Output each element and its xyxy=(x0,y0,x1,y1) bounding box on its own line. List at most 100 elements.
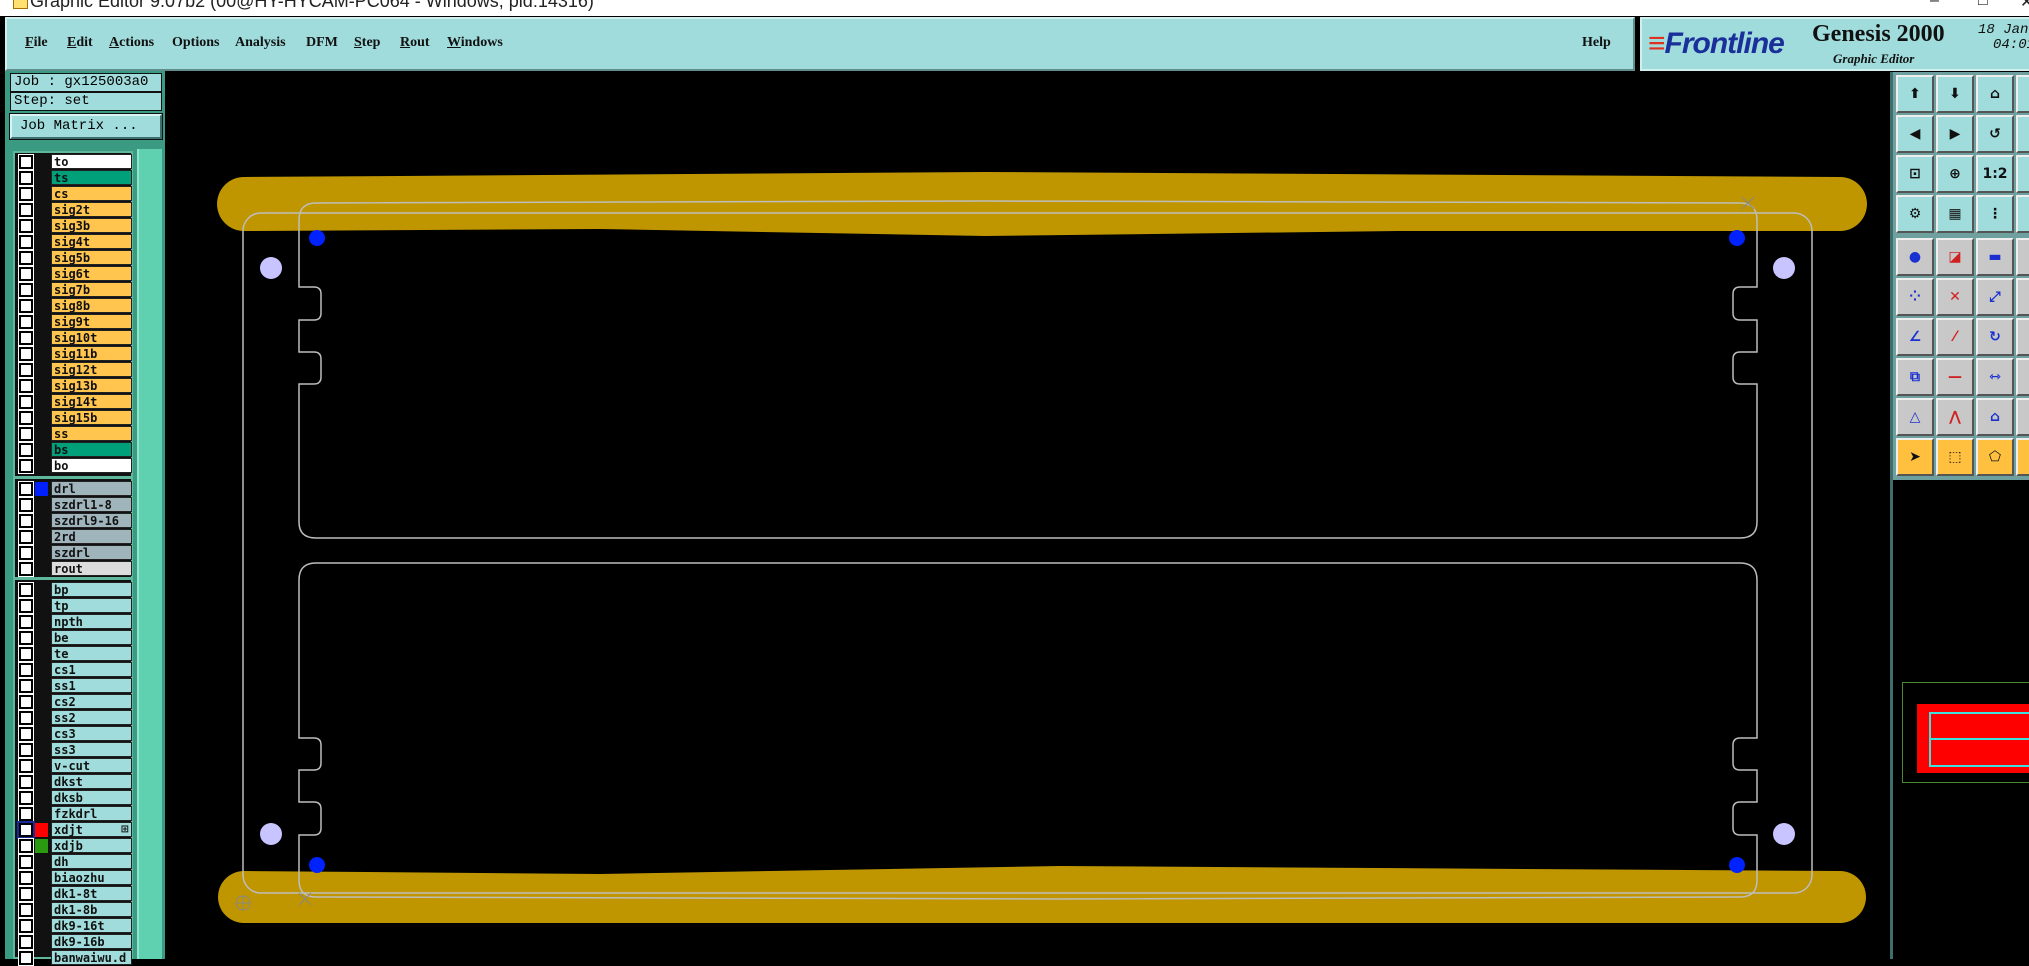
snap-tool-button[interactable]: ● xyxy=(1896,238,1934,276)
rotate-tool-button[interactable]: ↻ xyxy=(1976,318,2014,356)
layer-row[interactable]: szdrl xyxy=(17,545,132,561)
layer-checkbox[interactable] xyxy=(19,903,33,917)
layer-row[interactable]: drl xyxy=(17,481,132,497)
layer-row[interactable]: to xyxy=(17,154,132,170)
stretch-tool-button[interactable]: ⇿ xyxy=(1976,358,2014,396)
layer-name[interactable]: ss3 xyxy=(51,742,132,757)
layer-checkbox[interactable] xyxy=(19,823,33,837)
layer-name[interactable]: ss xyxy=(51,426,132,441)
layer-row[interactable]: dh xyxy=(17,854,132,870)
select-box-tool-button[interactable]: ⬚ xyxy=(1936,438,1974,476)
layer-name[interactable]: ss1 xyxy=(51,678,132,693)
layer-name[interactable]: dk9-16b xyxy=(51,934,132,949)
layer-row[interactable]: ss1 xyxy=(17,678,132,694)
layer-expand-icon[interactable]: ⊞ xyxy=(121,822,129,837)
scale-tool-button[interactable]: 1:2 xyxy=(1976,155,2014,193)
layer-checkbox[interactable] xyxy=(19,647,33,661)
layer-name[interactable]: npth xyxy=(51,614,132,629)
menu-edit[interactable]: Edit xyxy=(67,35,93,51)
layer-row[interactable]: te xyxy=(17,646,132,662)
panel-tool-button[interactable]: ▭ xyxy=(2016,75,2029,113)
layer-list-scrollbar[interactable] xyxy=(137,149,162,959)
layer-checkbox[interactable] xyxy=(19,679,33,693)
graphic-canvas[interactable] xyxy=(165,72,1890,959)
layer-row[interactable]: cs2 xyxy=(17,694,132,710)
layer-name[interactable]: bp xyxy=(51,582,132,597)
layer-row[interactable]: xdjb xyxy=(17,838,132,854)
layer-name[interactable]: sig15b xyxy=(51,410,132,425)
align-tool-button[interactable]: ⫤ xyxy=(2016,318,2029,356)
layer-name[interactable]: v-cut xyxy=(51,758,132,773)
triangle-tool-button[interactable]: △ xyxy=(1896,398,1934,436)
layer-name[interactable]: sig8b xyxy=(51,298,132,313)
layer-row[interactable]: szdrl9-16 xyxy=(17,513,132,529)
pad-edit-tool-button[interactable]: ◘ xyxy=(2016,358,2029,396)
layer-row[interactable]: szdrl1-8 xyxy=(17,497,132,513)
ruler-tool-button[interactable]: ▬ xyxy=(1976,238,2014,276)
layer-row[interactable]: sig11b xyxy=(17,346,132,362)
layer-name[interactable]: cs3 xyxy=(51,726,132,741)
zoom-center-tool-button[interactable]: ⊕ xyxy=(1936,155,1974,193)
layer-name[interactable]: dkst xyxy=(51,774,132,789)
layer-checkbox[interactable] xyxy=(19,363,33,377)
layer-row[interactable]: be xyxy=(17,630,132,646)
layer-name[interactable]: sig12t xyxy=(51,362,132,377)
menu-options[interactable]: Options xyxy=(172,35,219,51)
layer-name[interactable]: tp xyxy=(51,598,132,613)
layer-row[interactable]: ss xyxy=(17,426,132,442)
layer-name[interactable]: bs xyxy=(51,442,132,457)
layer-row[interactable]: dksb xyxy=(17,790,132,806)
layer-name[interactable]: drl xyxy=(51,481,132,496)
layer-checkbox[interactable] xyxy=(19,951,33,965)
layer-row[interactable]: sig8b xyxy=(17,298,132,314)
layer-checkbox[interactable] xyxy=(19,395,33,409)
layer-row[interactable]: dk1-8t xyxy=(17,886,132,902)
layer-checkbox[interactable] xyxy=(19,599,33,613)
layer-checkbox[interactable] xyxy=(19,219,33,233)
layer-name[interactable]: sig5b xyxy=(51,250,132,265)
layer-name[interactable]: banwaiwu.d xyxy=(51,950,132,965)
layer-checkbox[interactable] xyxy=(19,482,33,496)
layer-checkbox[interactable] xyxy=(19,935,33,949)
layer-name[interactable]: ts xyxy=(51,170,132,185)
layer-name[interactable]: ss2 xyxy=(51,710,132,725)
layer-checkbox[interactable] xyxy=(19,315,33,329)
layer-row[interactable]: sig14t xyxy=(17,394,132,410)
layer-checkbox[interactable] xyxy=(19,807,33,821)
minimize-button[interactable]: – xyxy=(1930,0,1939,10)
layer-name[interactable]: sig13b xyxy=(51,378,132,393)
layer-name[interactable]: dksb xyxy=(51,790,132,805)
layer-row[interactable]: 2rd xyxy=(17,529,132,545)
measure-area-tool-button[interactable]: ◪ xyxy=(1936,238,1974,276)
layer-name[interactable]: bo xyxy=(51,458,132,473)
layer-row[interactable]: ts xyxy=(17,170,132,186)
layer-checkbox[interactable] xyxy=(19,411,33,425)
layer-checkbox[interactable] xyxy=(19,871,33,885)
open-layer-down-tool-button[interactable]: ⬇ xyxy=(1936,75,1974,113)
layer-name[interactable]: cs1 xyxy=(51,662,132,677)
layer-checkbox[interactable] xyxy=(19,887,33,901)
layer-name[interactable]: sig2t xyxy=(51,202,132,217)
home-tool-button[interactable]: ⌂ xyxy=(1976,75,2014,113)
layer-checkbox[interactable] xyxy=(19,615,33,629)
slant-tool-button[interactable]: ⟋ xyxy=(2016,398,2029,436)
layer-checkbox[interactable] xyxy=(19,743,33,757)
layer-name[interactable]: sig11b xyxy=(51,346,132,361)
layer-row[interactable]: sig3b xyxy=(17,218,132,234)
layer-checkbox[interactable] xyxy=(19,171,33,185)
layer-checkbox[interactable] xyxy=(19,443,33,457)
line-tool-button[interactable]: ⁄ xyxy=(1936,318,1974,356)
layer-checkbox[interactable] xyxy=(19,530,33,544)
layer-row[interactable]: sig10t xyxy=(17,330,132,346)
layer-checkbox[interactable] xyxy=(19,235,33,249)
netlist-tool-button[interactable]: ⋮ xyxy=(1976,195,2014,233)
job-matrix-button[interactable]: Job Matrix ... xyxy=(10,114,162,139)
layer-checkbox[interactable] xyxy=(19,498,33,512)
layer-checkbox[interactable] xyxy=(19,855,33,869)
grid-tool-button[interactable]: ▦ xyxy=(1936,195,1974,233)
arch-tool-button[interactable]: ⌂ xyxy=(1976,398,2014,436)
layer-row[interactable]: ss3 xyxy=(17,742,132,758)
layer-row[interactable]: dk9-16t xyxy=(17,918,132,934)
layer-checkbox[interactable] xyxy=(19,711,33,725)
layer-name[interactable]: biaozhu xyxy=(51,870,132,885)
